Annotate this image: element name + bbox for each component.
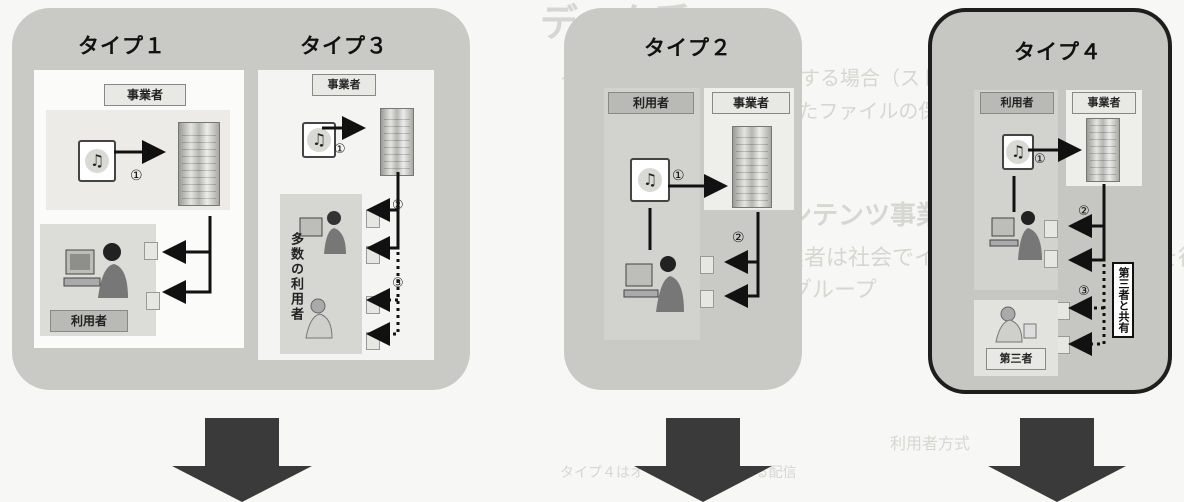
document-icon xyxy=(1044,220,1058,238)
document-icon xyxy=(146,292,160,310)
user-at-computer-icon xyxy=(622,252,692,314)
type1-user-label: 利用者 xyxy=(50,310,128,332)
third-party-person-icon xyxy=(992,304,1038,344)
music-file-icon xyxy=(630,158,670,202)
document-icon xyxy=(700,256,714,274)
music-file-icon xyxy=(1002,134,1034,170)
type1-user-box: 利用者 xyxy=(40,224,156,336)
type2-business-label: 事業者 xyxy=(712,92,790,114)
server-icon xyxy=(732,126,772,208)
user-at-computer-icon xyxy=(298,294,348,342)
type3-arrow-share xyxy=(366,252,400,346)
title-type-4: タイプ４ xyxy=(1014,40,1102,64)
step-3: ③ xyxy=(392,276,404,291)
type2-arrow-download xyxy=(724,212,760,308)
step-1: ① xyxy=(672,168,685,184)
title-type-1: タイプ１ xyxy=(78,34,166,58)
document-icon xyxy=(144,242,158,260)
document-icon xyxy=(700,290,714,308)
background-text-6: グループ xyxy=(790,278,877,303)
panel-type-4: タイプ４ 利用者 事業者 ① ② ③ 第三者 第三者と共有 xyxy=(928,8,1172,394)
step-1: ① xyxy=(334,142,346,157)
type1-business-box: ① xyxy=(46,110,230,210)
type4-arrow-share xyxy=(1068,264,1106,356)
step-1: ① xyxy=(1034,152,1046,167)
type4-third-party-box: 第三者 xyxy=(974,300,1058,376)
shared-with-third-party-label: 第三者と共有 xyxy=(1112,262,1134,338)
document-icon xyxy=(1044,250,1058,268)
server-icon xyxy=(1086,118,1120,182)
type1-business-label: 事業者 xyxy=(104,84,186,106)
step-2: ② xyxy=(1078,204,1090,219)
server-icon xyxy=(380,108,414,176)
type2-user-label: 利用者 xyxy=(608,92,694,114)
down-arrow-icon xyxy=(172,418,312,502)
user-at-computer-icon xyxy=(62,238,132,300)
title-type-2: タイプ２ xyxy=(644,36,732,60)
type4-business-label: 事業者 xyxy=(1072,92,1136,114)
down-arrow-icon xyxy=(634,418,772,502)
user-at-computer-icon xyxy=(298,208,348,256)
music-file-icon xyxy=(78,140,116,182)
step-2: ② xyxy=(732,230,745,246)
type4-user-label: 利用者 xyxy=(980,92,1054,114)
down-arrow-icon xyxy=(988,418,1126,502)
server-icon xyxy=(178,122,220,206)
step-1: ① xyxy=(130,168,143,184)
panel-type-1-3: タイプ１ タイプ３ 事業者 ① 利用者 事業者 ① xyxy=(12,8,470,390)
title-type-3: タイプ３ xyxy=(300,34,388,58)
type4-arrow-download xyxy=(1068,184,1106,272)
type3-business-label: 事業者 xyxy=(312,74,376,96)
type3-users-box xyxy=(280,194,362,354)
third-party-label: 第三者 xyxy=(986,348,1046,370)
type3-arrow-download xyxy=(366,172,400,260)
user-at-computer-icon xyxy=(989,208,1046,262)
step-3: ③ xyxy=(1078,284,1090,299)
type2-user-column xyxy=(604,88,700,340)
many-users-label: 多数の利用者 xyxy=(288,232,303,322)
type1-card: 事業者 ① 利用者 xyxy=(34,70,244,348)
background-text-7: 利用者方式 xyxy=(890,434,971,453)
type1-arrow-download xyxy=(162,216,212,304)
